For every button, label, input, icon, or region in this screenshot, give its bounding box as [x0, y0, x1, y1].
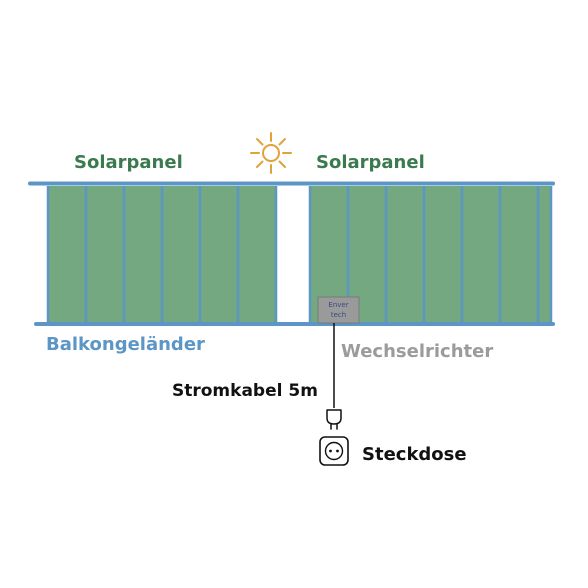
socket-icon [319, 436, 349, 466]
inverter-brand-line1: Enver [328, 301, 348, 309]
balcony-railing [28, 181, 555, 326]
solar-panel-left [46, 186, 278, 324]
cable-label: Stromkabel 5m [172, 381, 318, 401]
railing-label: Balkongeländer [46, 334, 205, 355]
inverter-brand-line2: tech [331, 311, 346, 319]
plug-icon [326, 409, 342, 430]
socket-label: Steckdose [362, 444, 467, 465]
inverter-label: Wechselrichter [341, 341, 494, 362]
solar-panel-left-label: Solarpanel [74, 152, 183, 173]
solar-panel-right-label: Solarpanel [316, 152, 425, 173]
inverter-box: Enver tech [317, 296, 360, 324]
sun-icon [250, 132, 292, 174]
